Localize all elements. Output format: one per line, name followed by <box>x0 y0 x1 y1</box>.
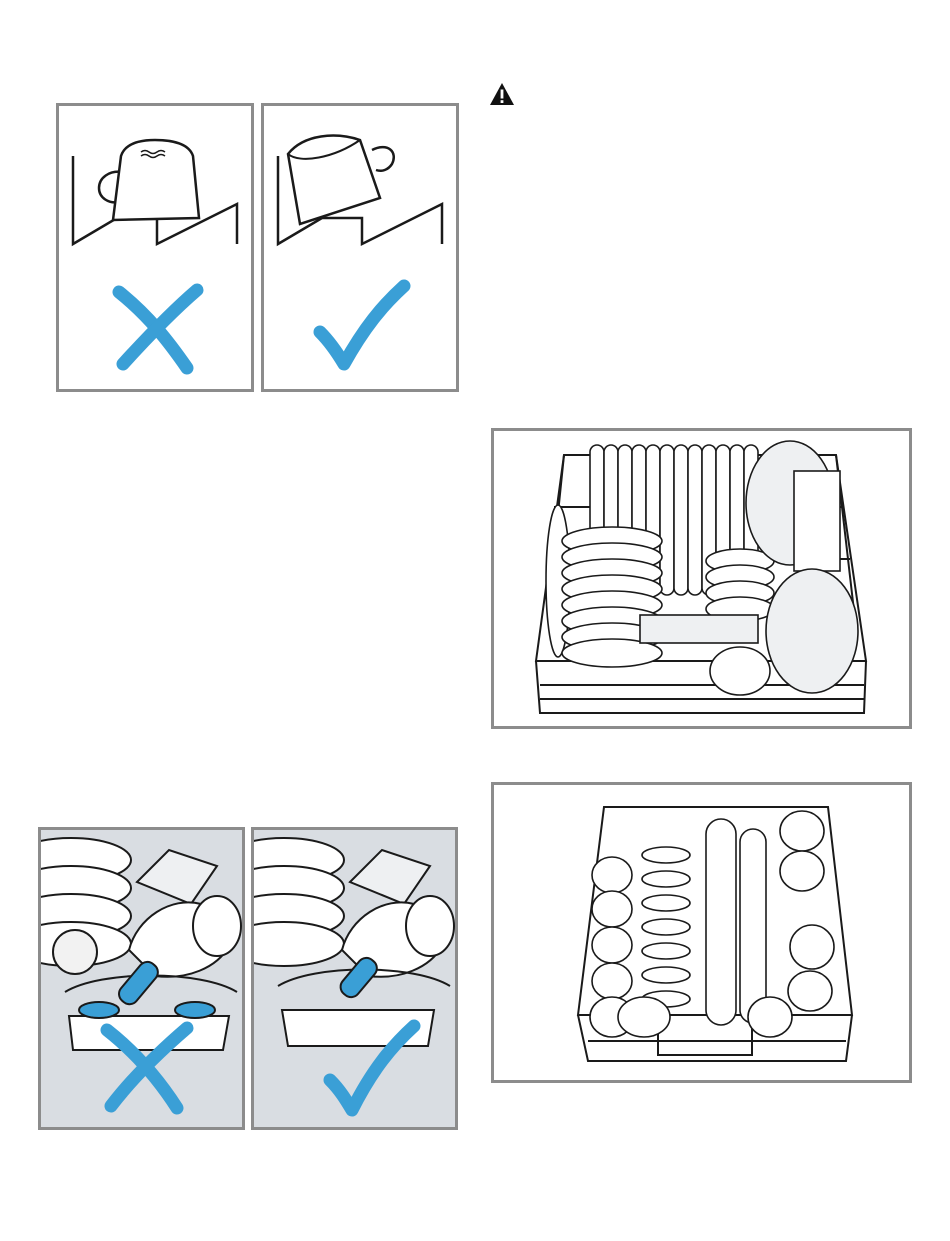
warning-triangle-icon <box>489 82 515 106</box>
cup-placement-incorrect-figure <box>56 103 254 392</box>
upper-rack-loaded-figure <box>491 782 912 1083</box>
spray-arm-free-correct-figure <box>251 827 458 1130</box>
check-icon <box>320 286 404 364</box>
spray-arm-blocked-incorrect-figure <box>38 827 245 1130</box>
lower-rack-loaded-figure <box>491 428 912 729</box>
cup-placement-correct-figure <box>261 103 459 392</box>
cross-icon <box>119 290 197 368</box>
